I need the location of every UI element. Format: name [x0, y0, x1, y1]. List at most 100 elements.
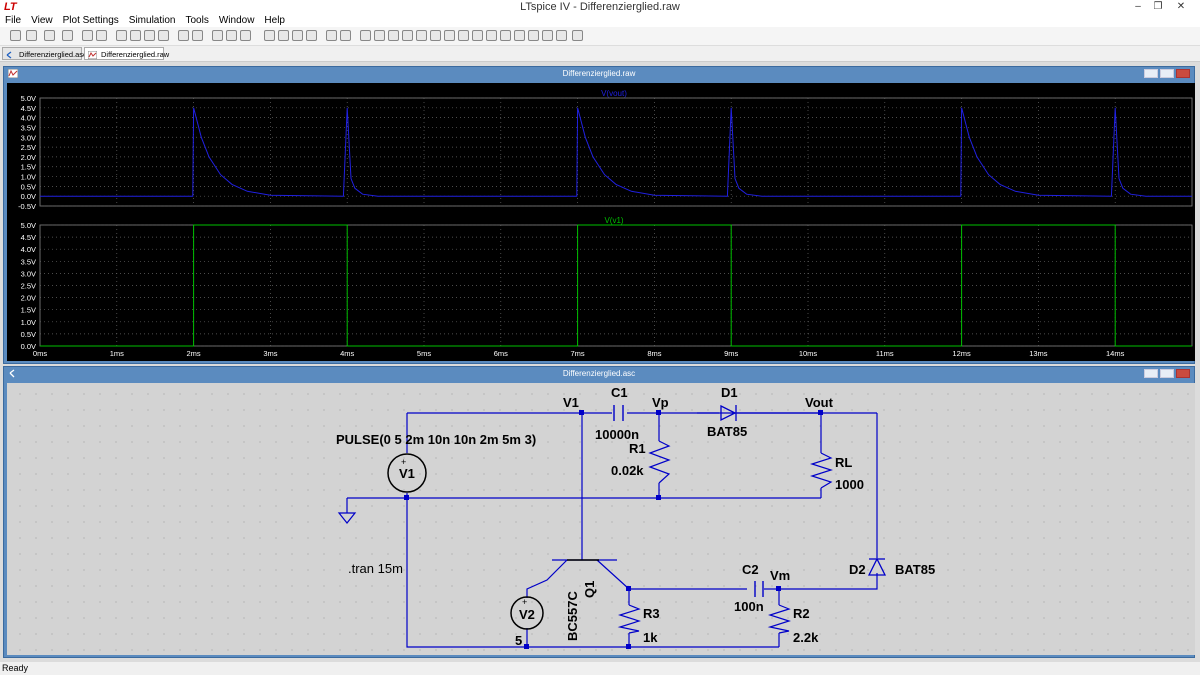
c1-value: 10000n	[595, 427, 639, 442]
y-tick-label: 1.5V	[21, 163, 36, 172]
menu-plot-settings[interactable]: Plot Settings	[62, 15, 119, 26]
voltage-source-v2[interactable]: +	[510, 596, 544, 630]
rl-label: RL	[835, 455, 852, 470]
child-minimize-icon[interactable]	[1144, 369, 1158, 378]
tile-horizontal-icon[interactable]	[212, 30, 223, 41]
resistor-r2	[767, 604, 791, 634]
child-close-icon[interactable]	[1176, 69, 1190, 78]
capacitor-c1[interactable]	[613, 405, 624, 421]
y-tick-label: 4.5V	[21, 104, 36, 113]
wire-icon[interactable]	[360, 30, 371, 41]
mirror-icon[interactable]	[542, 30, 553, 41]
d1-model: BAT85	[707, 424, 747, 439]
manual-limits-icon[interactable]	[192, 30, 203, 41]
copy-icon[interactable]	[278, 30, 289, 41]
ltspice-app-icon[interactable]: LT	[4, 1, 17, 13]
resistor-r3	[617, 604, 641, 634]
child-restore-icon[interactable]	[1160, 69, 1174, 78]
schematic-canvas[interactable]: + − +	[7, 383, 1195, 655]
cut-icon[interactable]	[264, 30, 275, 41]
capacitor-c2[interactable]	[754, 581, 764, 597]
r1-value: 0.02k	[611, 463, 644, 478]
drag-icon[interactable]	[486, 30, 497, 41]
spice-directive-icon[interactable]	[572, 30, 583, 41]
move-icon[interactable]	[472, 30, 483, 41]
r2-value: 2.2k	[793, 630, 819, 645]
capacitor-icon[interactable]	[416, 30, 427, 41]
q1-label: Q1	[582, 581, 597, 598]
cascade-icon[interactable]	[240, 30, 251, 41]
pulse-directive[interactable]: PULSE(0 5 2m 10n 10n 2m 5m 3)	[336, 432, 536, 447]
autorange-icon[interactable]	[178, 30, 189, 41]
y-tick-label: 0.5V	[21, 182, 36, 191]
y-tick-label: 3.0V	[21, 133, 36, 142]
new-schematic-icon[interactable]	[10, 30, 21, 41]
menu-bar: File View Plot Settings Simulation Tools…	[0, 14, 1200, 27]
restore-icon[interactable]: ❐	[1153, 1, 1163, 12]
run-icon[interactable]	[82, 30, 93, 41]
zoom-cancel-icon[interactable]	[158, 30, 169, 41]
y-tick-label: 3.5V	[21, 257, 36, 266]
menu-tools[interactable]: Tools	[185, 15, 209, 26]
child-restore-icon[interactable]	[1160, 369, 1174, 378]
halt-icon[interactable]	[96, 30, 107, 41]
menu-window[interactable]: Window	[218, 15, 255, 26]
plot-svg[interactable]: 5.0V4.5V4.0V3.5V3.0V2.5V2.0V1.5V1.0V0.5V…	[7, 83, 1195, 361]
tab-waveform[interactable]: Differenzierglied.raw	[84, 47, 169, 60]
y-tick-label: 5.0V	[21, 221, 36, 230]
paste-icon[interactable]	[292, 30, 303, 41]
component-icon[interactable]	[458, 30, 469, 41]
find-icon[interactable]	[306, 30, 317, 41]
undo-icon[interactable]	[500, 30, 511, 41]
menu-file[interactable]: File	[5, 15, 22, 26]
trace-title: V(v1)	[604, 216, 623, 225]
schematic-svg[interactable]: + − +	[7, 383, 1195, 655]
control-panel-icon[interactable]	[62, 30, 73, 41]
tile-vertical-icon[interactable]	[226, 30, 237, 41]
zoom-in-icon[interactable]	[116, 30, 127, 41]
tab-schematic[interactable]: Differenzierglied.asc	[2, 47, 87, 60]
resistors[interactable]	[617, 440, 833, 634]
pan-icon[interactable]	[130, 30, 141, 41]
print-icon[interactable]	[340, 30, 351, 41]
c2-value: 100n	[734, 599, 764, 614]
minimize-icon[interactable]: –	[1135, 1, 1141, 12]
menu-help[interactable]: Help	[264, 15, 285, 26]
waveform-icon	[87, 50, 98, 60]
x-tick-label: 4ms	[340, 349, 354, 358]
menu-simulation[interactable]: Simulation	[128, 15, 176, 26]
text-icon[interactable]	[556, 30, 567, 41]
status-bar: Ready	[0, 662, 1200, 675]
close-icon[interactable]: ✕	[1176, 1, 1186, 12]
y-tick-label: 5.0V	[21, 94, 36, 103]
d2-label: D2	[849, 562, 866, 577]
resistor-icon[interactable]	[402, 30, 413, 41]
tran-directive[interactable]: .tran 15m	[348, 561, 403, 576]
print-preview-icon[interactable]	[326, 30, 337, 41]
x-tick-label: 7ms	[571, 349, 585, 358]
y-tick-label: 4.5V	[21, 233, 36, 242]
y-tick-label: 3.5V	[21, 123, 36, 132]
open-icon[interactable]	[26, 30, 37, 41]
diode-d2[interactable]	[867, 557, 887, 576]
diode-d1[interactable]	[720, 404, 737, 422]
rotate-icon[interactable]	[528, 30, 539, 41]
inductor-icon[interactable]	[430, 30, 441, 41]
save-icon[interactable]	[44, 30, 55, 41]
ground-icon[interactable]	[374, 30, 385, 41]
child-close-icon[interactable]	[1176, 369, 1190, 378]
zoom-out-icon[interactable]	[144, 30, 155, 41]
ground-icon[interactable]	[337, 512, 357, 524]
x-tick-label: 5ms	[417, 349, 431, 358]
window-title: LTspice IV - Differenzierglied.raw	[520, 1, 680, 13]
redo-icon[interactable]	[514, 30, 525, 41]
schematic-window-controls	[1144, 369, 1190, 378]
diode-icon[interactable]	[444, 30, 455, 41]
menu-view[interactable]: View	[31, 15, 53, 26]
label-net-icon[interactable]	[388, 30, 399, 41]
x-tick-label: 13ms	[1029, 349, 1048, 358]
child-minimize-icon[interactable]	[1144, 69, 1158, 78]
y-tick-label: 2.5V	[21, 143, 36, 152]
voltage-source-v1[interactable]: + −	[387, 453, 427, 497]
